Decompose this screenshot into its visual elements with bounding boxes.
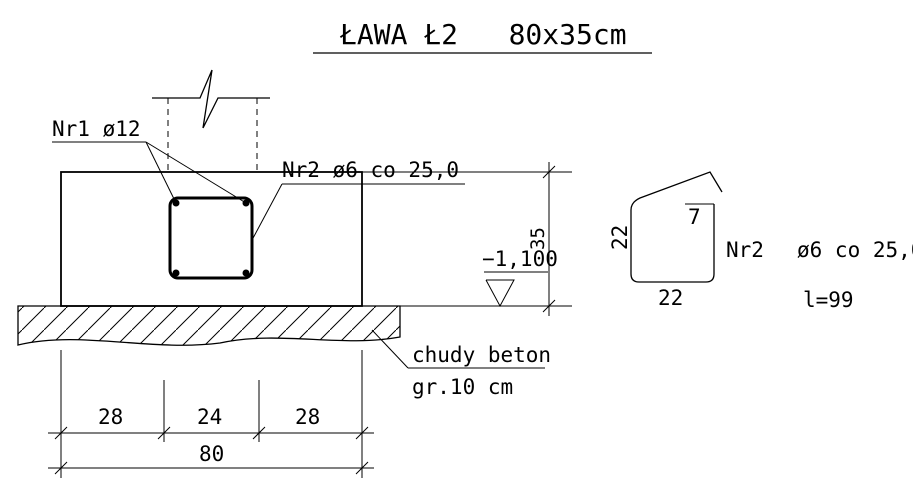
dim-segment-2: 24 [197,405,222,429]
level-value: −1,100 [482,247,558,271]
bar2-label: Nr2 ø6 co 25,0 [282,158,459,182]
dim-segment-1: 28 [98,405,123,429]
height-dimension: 35 [527,227,549,250]
footing-body [60,171,363,307]
stirrup-spec: ø6 co 25,0 [797,238,913,262]
stirrup-side-dim: 22 [608,225,632,250]
drawing-title: ŁAWA Ł2 80x35cm [339,18,627,51]
lean-concrete-leader [371,329,545,369]
stirrup-section [168,196,254,280]
dimension-lines [48,350,374,478]
lean-concrete-thickness: gr.10 cm [412,375,513,399]
stirrup-name: Nr2 [726,238,764,262]
level-marker [362,162,572,316]
stirrup-shape [630,171,723,283]
lean-concrete-layer [17,305,401,346]
column-outline [152,69,270,172]
leader-nr2 [251,183,465,241]
leader-nr1 [52,141,247,204]
bar1-label: Nr1 ø12 [52,117,141,141]
dim-segment-3: 28 [295,405,320,429]
main-bars [172,199,250,277]
dim-total: 80 [199,442,224,466]
stirrup-bottom-dim: 22 [658,286,683,310]
lean-concrete-label: chudy beton [412,343,551,367]
stirrup-length: l=99 [803,288,854,312]
stirrup-hook-dim: 7 [688,205,701,229]
